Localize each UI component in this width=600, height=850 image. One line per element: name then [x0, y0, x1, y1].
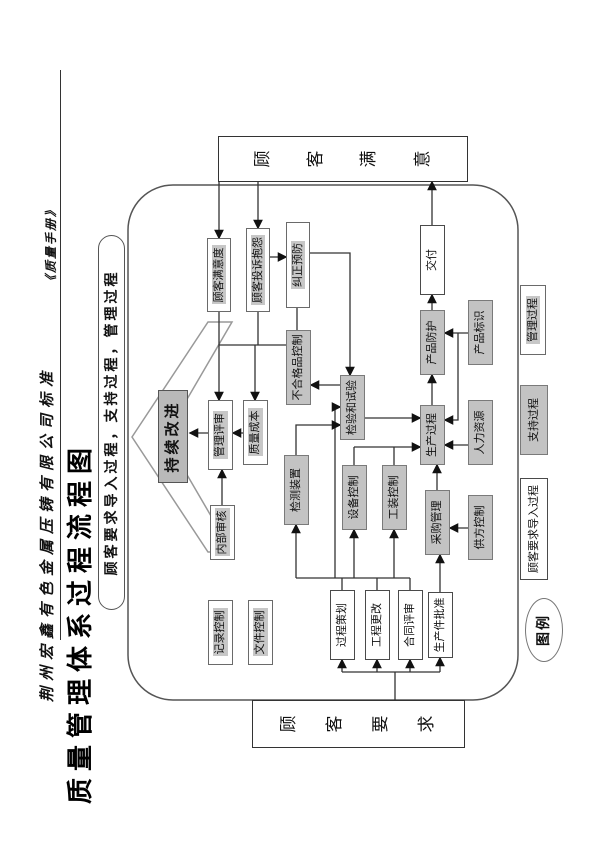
legend-management-box-label: 管理过程 — [525, 296, 541, 344]
customer-complaint-box-label: 顾客投诉抱怨 — [250, 235, 266, 305]
human-resources-box: 人力资源 — [468, 400, 493, 465]
io-char: 意 — [412, 150, 432, 168]
corrective-preventive-box-label: 纠正预防 — [290, 241, 306, 289]
io-char: 要 — [371, 715, 391, 733]
customer-satisfaction-degree-box-label: 顾客满意度 — [211, 245, 227, 305]
process-planning-box: 过程策划 — [330, 590, 355, 660]
document-control-box: 文件控制 — [248, 600, 273, 665]
customer-satisfaction-degree-box: 顾客满意度 — [207, 238, 231, 312]
customer-requirements-box: 顾客要求 — [252, 700, 465, 748]
io-char: 满 — [359, 150, 379, 168]
io-char: 客 — [305, 150, 325, 168]
customer-complaint-box: 顾客投诉抱怨 — [246, 228, 270, 312]
contract-review-box: 合同评审 — [398, 590, 423, 660]
legend-oval: 图例 — [525, 598, 563, 662]
io-char: 求 — [417, 715, 437, 733]
io-char: 顾 — [252, 150, 272, 168]
connector-line — [310, 252, 355, 377]
process-bar: 顾客要求导入过程，支持过程，管理过程 — [98, 235, 125, 610]
connector-layer — [188, 180, 468, 700]
legend-management-box: 管理过程 — [520, 285, 546, 355]
nonconforming-product-control-box: 不合格品控制 — [286, 330, 311, 405]
product-protection-box: 产品防护 — [420, 310, 445, 375]
connector-line — [331, 402, 342, 578]
records-control-box-label: 记录控制 — [213, 608, 228, 657]
io-char: 客 — [325, 715, 345, 733]
legend-support-box: 支持过程 — [520, 385, 548, 455]
quality-cost-box-label: 质量成本 — [248, 408, 263, 457]
management-review-box: 管理评审 — [208, 400, 233, 470]
product-identification-box: 产品标识 — [468, 300, 493, 365]
records-control-box: 记录控制 — [208, 600, 233, 665]
continuous-improvement-label: 持续改进 — [158, 390, 188, 483]
customer-satisfaction-box: 顾客满意 — [218, 136, 468, 182]
delivery-box: 交付 — [420, 225, 445, 295]
inspection-and-test-box: 检验和试验 — [340, 375, 365, 440]
legend-import-box: 顾客要求导入过程 — [520, 478, 548, 580]
management-review-box-label: 管理评审 — [213, 411, 228, 459]
purchasing-management-box: 采购管理 — [425, 490, 450, 555]
io-char: 顾 — [279, 715, 299, 733]
engineering-change-box: 工程更改 — [365, 590, 390, 660]
internal-audit-box-label: 内部审核 — [215, 508, 230, 557]
measuring-device-box: 检测装置 — [284, 455, 309, 525]
production-process-box: 生产过程 — [420, 405, 445, 465]
corrective-preventive-box: 纠正预防 — [286, 222, 310, 308]
production-part-approval-box: 生产件批准 — [428, 592, 453, 658]
internal-audit-box: 内部审核 — [210, 505, 235, 560]
connector-line — [443, 333, 459, 425]
document-control-box-label: 文件控制 — [253, 608, 268, 657]
equipment-control-box: 设备控制 — [342, 465, 367, 530]
supplier-control-box: 供方控制 — [468, 495, 493, 560]
quality-cost-box: 质量成本 — [243, 400, 268, 465]
tooling-control-box: 工装控制 — [382, 465, 407, 530]
connector-line — [295, 420, 342, 455]
